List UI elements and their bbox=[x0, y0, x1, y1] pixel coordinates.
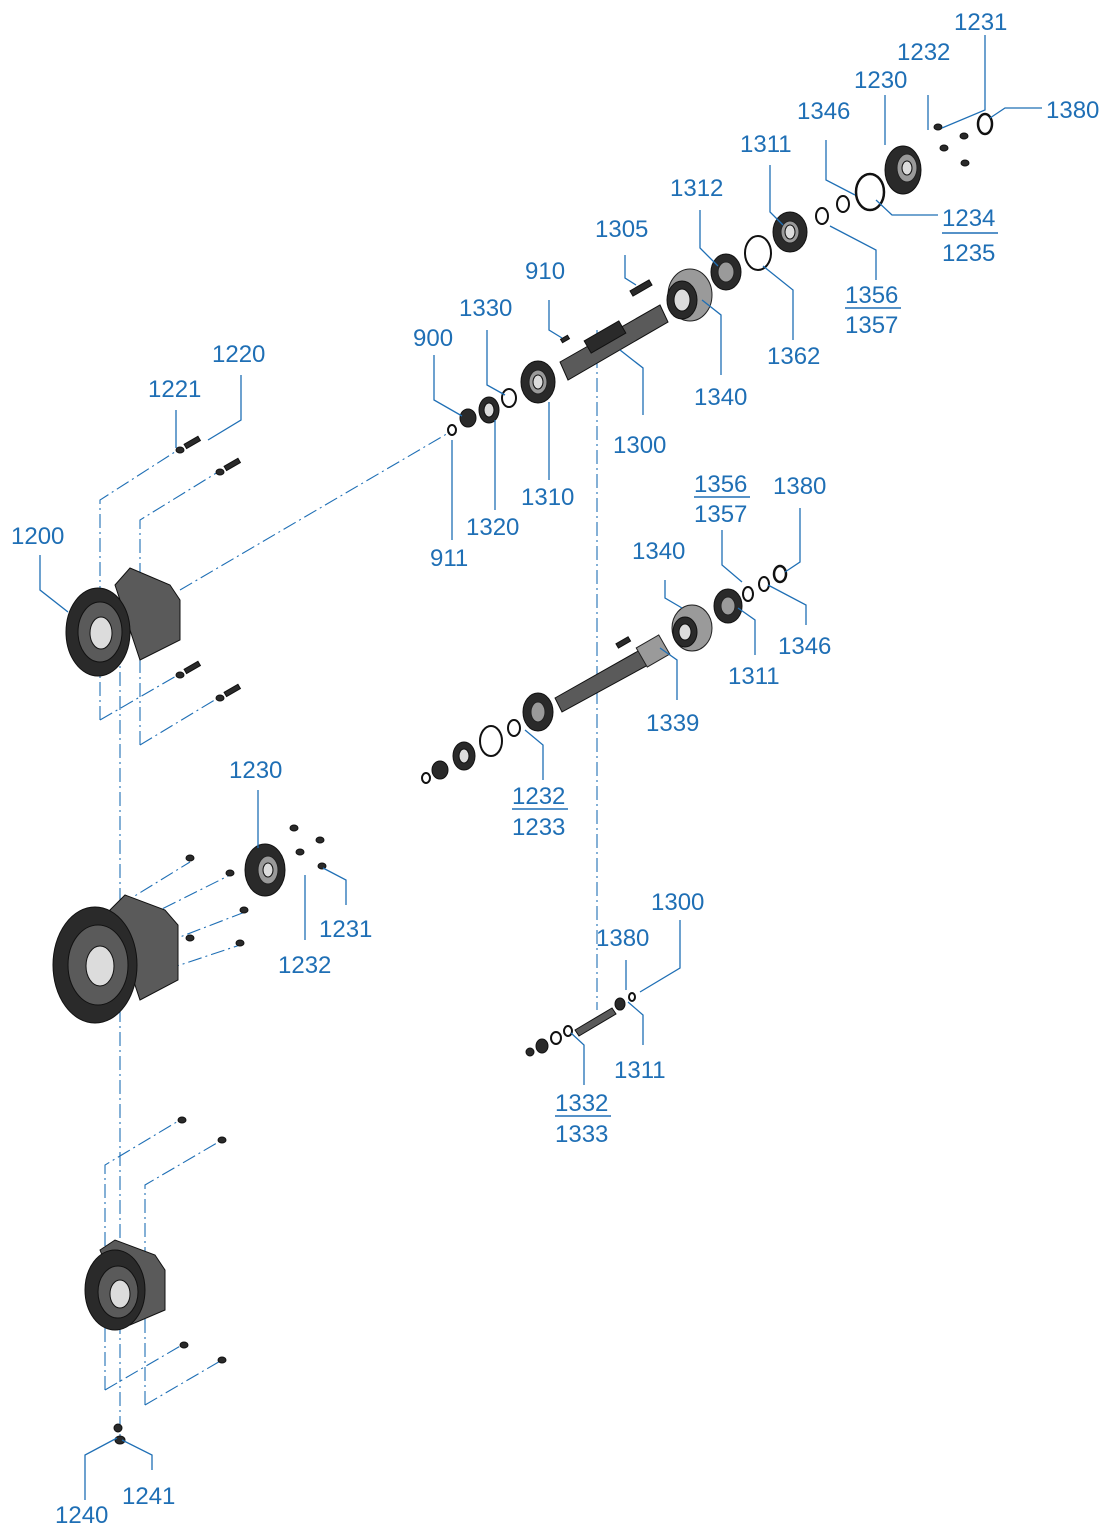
part-900-nut bbox=[459, 408, 477, 428]
label-1220: 1220 bbox=[212, 341, 265, 368]
label-1356-top: 1356 bbox=[845, 282, 898, 309]
label-1357-mid: 1357 bbox=[694, 501, 747, 528]
label-1311-mid: 1311 bbox=[728, 663, 780, 690]
label-1340-mid: 1340 bbox=[632, 538, 685, 565]
label-1300-top: 1300 bbox=[613, 432, 666, 459]
label-1305: 1305 bbox=[595, 216, 648, 243]
label-1332: 1332 bbox=[555, 1090, 608, 1117]
label-1232-top: 1232 bbox=[897, 39, 950, 66]
label-1356-mid: 1356 bbox=[694, 471, 747, 498]
part-1200-housing bbox=[65, 567, 181, 677]
part-1300-shaft bbox=[559, 304, 669, 381]
label-1241: 1241 bbox=[122, 1483, 175, 1510]
label-911: 911 bbox=[430, 545, 468, 572]
label-1380-top: 1380 bbox=[1046, 97, 1099, 124]
part-labels: 1231 1232 1230 1380 1346 1311 1234 1235 … bbox=[11, 9, 1099, 1529]
part-1230-cover-lower bbox=[244, 843, 286, 897]
label-1357-top: 1357 bbox=[845, 312, 898, 339]
part-1330-circlip bbox=[501, 388, 517, 408]
label-1340-top: 1340 bbox=[694, 384, 747, 411]
label-910: 910 bbox=[525, 258, 565, 285]
middle-shaft-assembly bbox=[421, 564, 788, 784]
label-1330: 1330 bbox=[459, 295, 512, 322]
part-middle-housing bbox=[52, 894, 179, 1024]
part-911-washer bbox=[447, 424, 457, 436]
label-900: 900 bbox=[413, 325, 453, 352]
label-1339: 1339 bbox=[646, 710, 699, 737]
part-1356-ring bbox=[815, 195, 850, 225]
label-1346-top: 1346 bbox=[797, 98, 850, 125]
label-1310: 1310 bbox=[521, 484, 574, 511]
bolts-1220-1221 bbox=[175, 435, 242, 702]
label-1312: 1312 bbox=[670, 175, 723, 202]
label-1333: 1333 bbox=[555, 1121, 608, 1148]
part-910-key bbox=[559, 334, 571, 344]
label-1233: 1233 bbox=[512, 814, 565, 841]
label-1234: 1234 bbox=[942, 205, 995, 232]
leader-lines bbox=[39, 35, 1042, 1500]
label-1346-mid: 1346 bbox=[778, 633, 831, 660]
part-1320-ring bbox=[478, 396, 500, 424]
label-1380-mid: 1380 bbox=[773, 473, 826, 500]
label-1240: 1240 bbox=[55, 1502, 108, 1529]
label-1232-mid: 1232 bbox=[512, 783, 565, 810]
part-1380-circlip bbox=[976, 112, 994, 136]
label-1311-lower: 1311 bbox=[614, 1057, 666, 1084]
part-1340-housing bbox=[666, 268, 713, 322]
part-1310-bearing bbox=[520, 360, 556, 404]
part-1311-bearing bbox=[772, 211, 808, 253]
label-1320: 1320 bbox=[466, 514, 519, 541]
label-1221: 1221 bbox=[148, 376, 201, 403]
bolts-lower-cover bbox=[185, 824, 327, 947]
part-bottom-housing bbox=[84, 1239, 166, 1331]
part-1234-oring bbox=[854, 172, 886, 212]
label-1231-top: 1231 bbox=[954, 9, 1007, 36]
bolts-bottom-housing bbox=[113, 1116, 227, 1445]
label-1232-lower: 1232 bbox=[278, 952, 331, 979]
small-shaft-assembly bbox=[525, 992, 636, 1057]
label-1231-lower: 1231 bbox=[319, 916, 372, 943]
label-1200: 1200 bbox=[11, 523, 64, 550]
part-1362-oring bbox=[744, 235, 772, 271]
part-1305-key bbox=[629, 279, 653, 297]
label-1362: 1362 bbox=[767, 343, 820, 370]
part-1230-cover bbox=[884, 145, 922, 195]
part-1231-screws bbox=[933, 123, 970, 167]
label-1235: 1235 bbox=[942, 240, 995, 267]
top-shaft-assembly bbox=[447, 112, 994, 436]
part-1312-bearing bbox=[710, 253, 742, 291]
label-1300-lower: 1300 bbox=[651, 889, 704, 916]
label-1311-top: 1311 bbox=[740, 131, 792, 158]
label-1230-lower: 1230 bbox=[229, 757, 282, 784]
label-1230-top: 1230 bbox=[854, 67, 907, 94]
label-1380-lower: 1380 bbox=[596, 925, 649, 952]
